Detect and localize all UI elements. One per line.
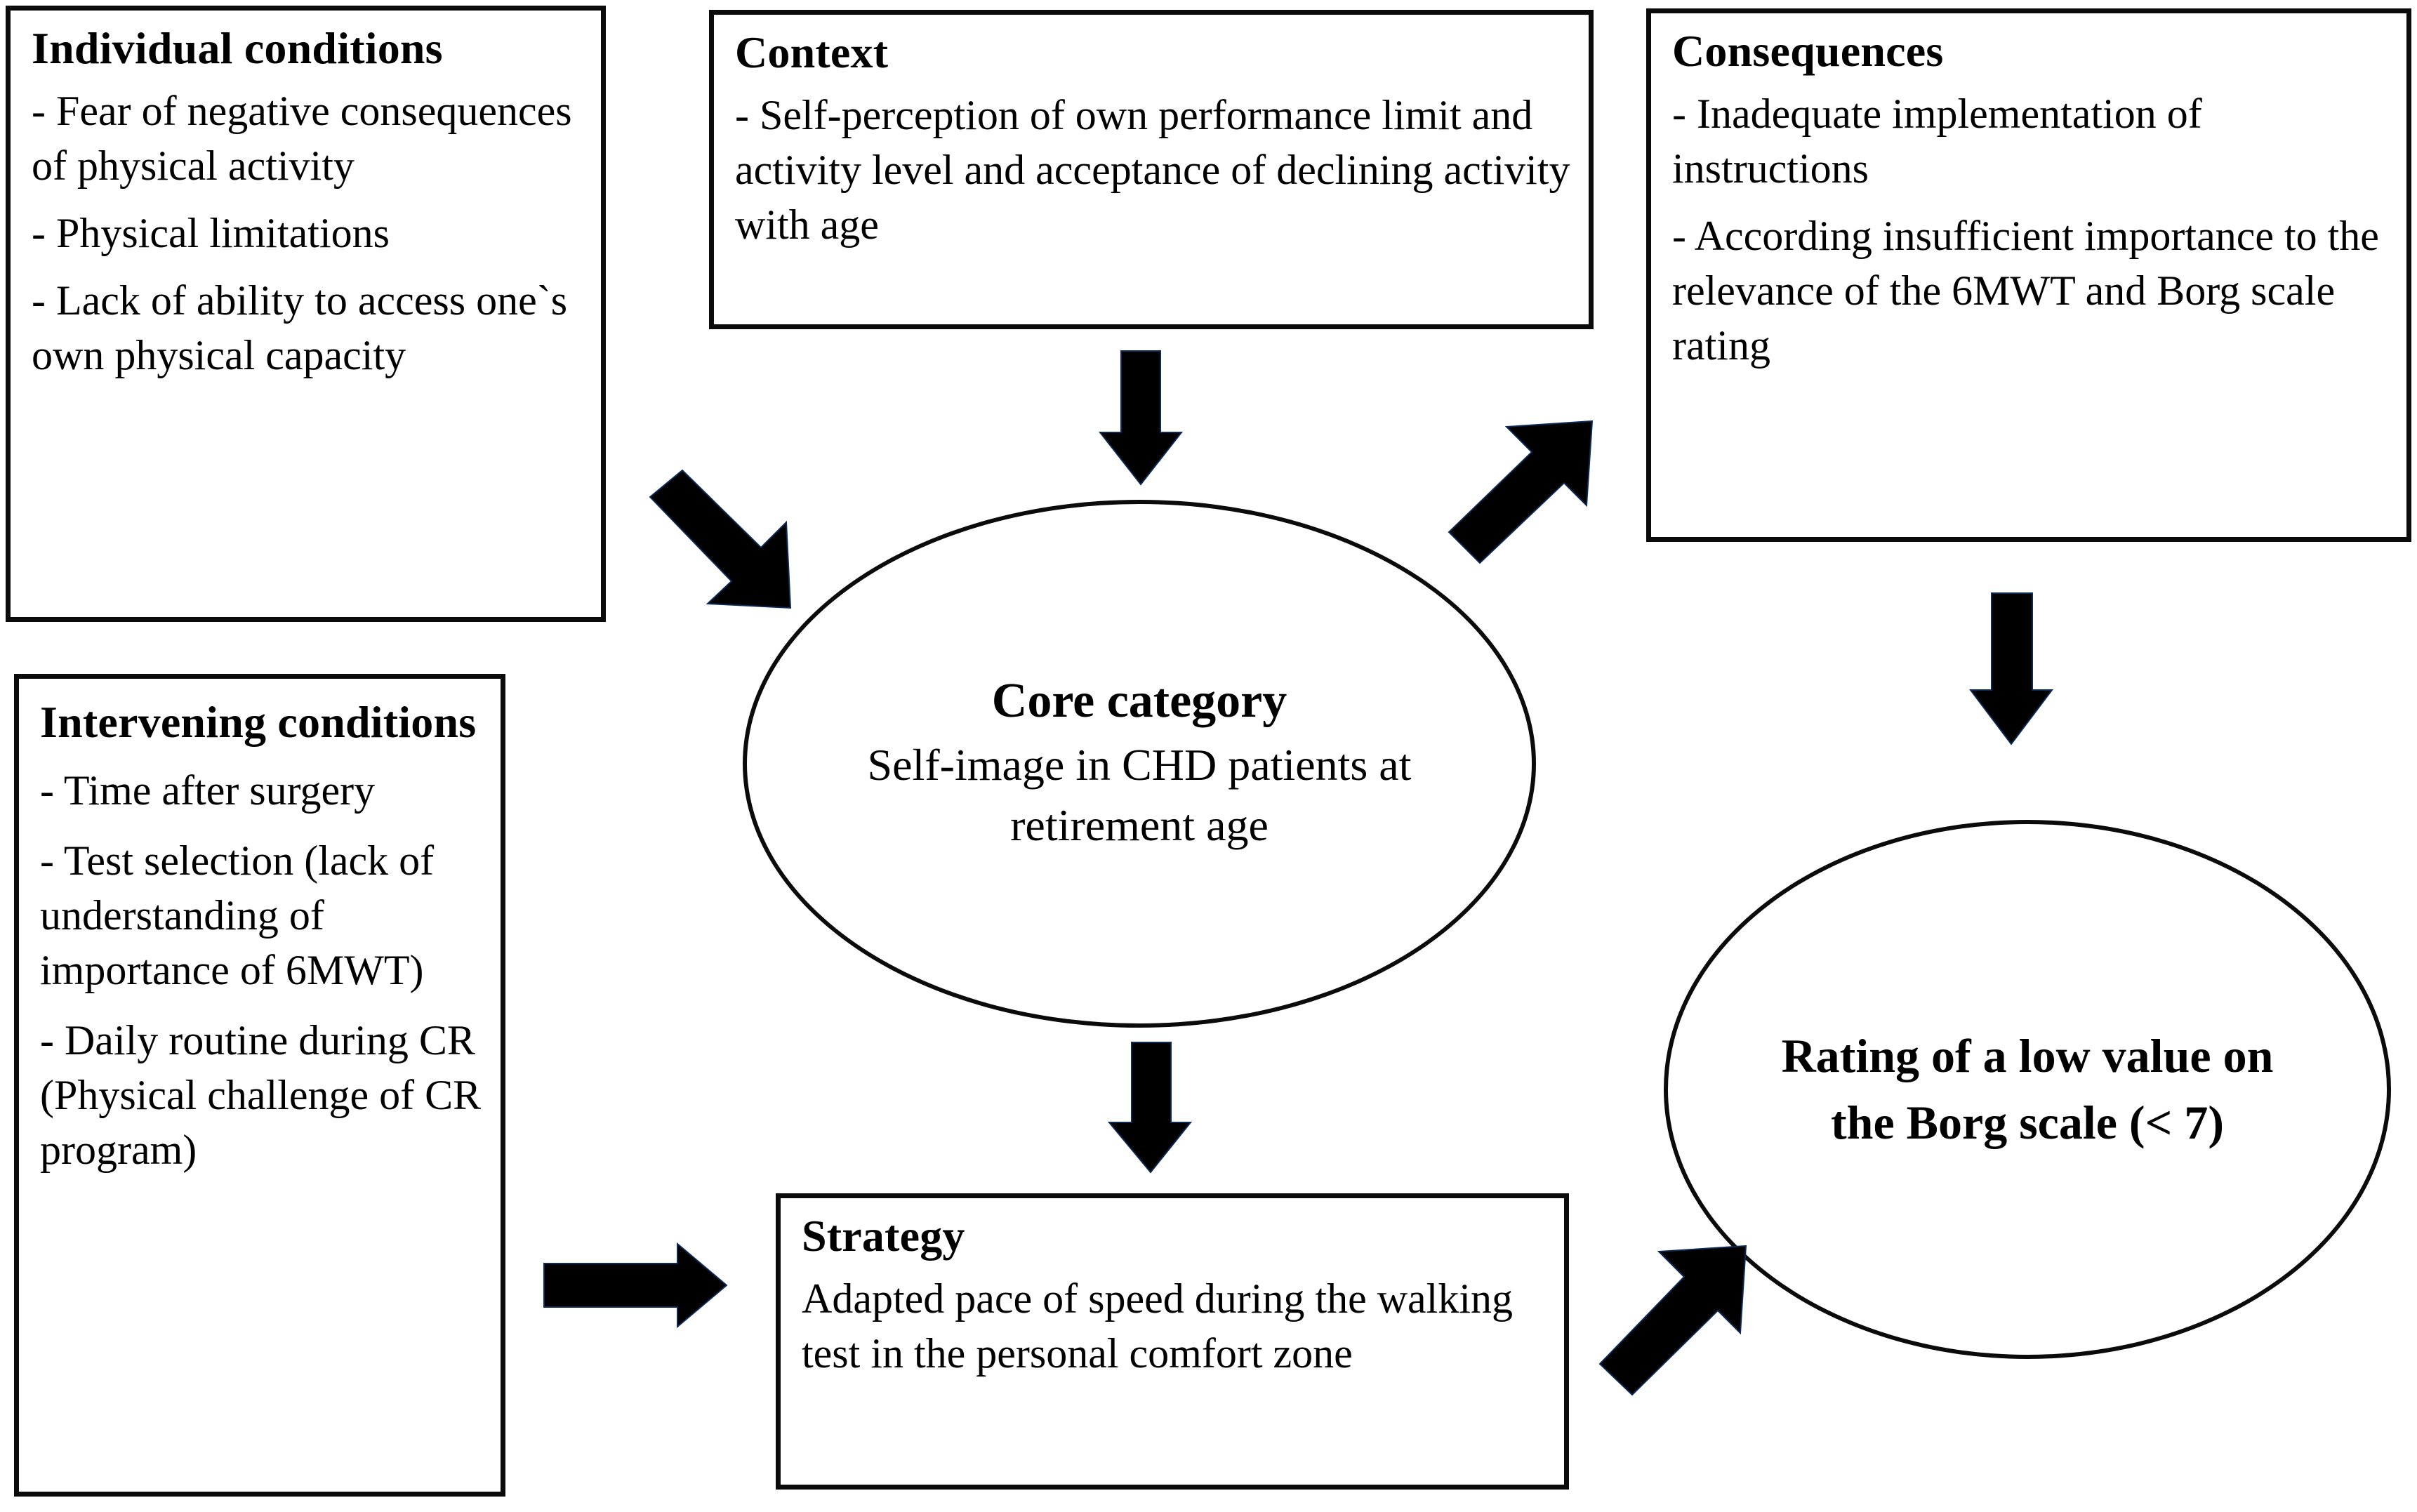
arrow-context-to-core — [1098, 350, 1184, 486]
box-intervening-conditions: Intervening conditions - Time after surg… — [14, 674, 505, 1497]
ellipse-core-category: Core category Self-image in CHD patients… — [743, 500, 1536, 1028]
box-title-intervening-conditions: Intervening conditions — [40, 697, 477, 747]
box-title-context: Context — [735, 27, 889, 77]
box-line-intervening-conditions-1: - Time after surgery — [40, 767, 376, 814]
box-title-individual-conditions: Individual conditions — [32, 23, 443, 73]
arrow-intervening-conditions-to-strategy — [543, 1242, 728, 1329]
box-individual-conditions: Individual conditions - Fear of negative… — [6, 6, 606, 622]
arrow-right-icon — [543, 1242, 728, 1329]
arrow-core-to-consequences — [1446, 420, 1636, 569]
arrow-consequences-to-borg-rating — [1968, 592, 2054, 745]
box-line-context-1: - Self-perception of own performance lim… — [735, 91, 1570, 248]
ellipse-body-borg-rating: Rating of a low value on the Borg scale … — [1781, 1028, 2274, 1149]
box-line-intervening-conditions-3: - Daily routine during CR (Physical chal… — [40, 1016, 482, 1173]
arrow-down-right-icon — [649, 469, 792, 609]
box-title-strategy: Strategy — [802, 1211, 965, 1261]
box-line-individual-conditions-3: - Lack of ability to access one`s own ph… — [32, 277, 568, 378]
box-line-individual-conditions-1: - Fear of negative consequences of physi… — [32, 87, 572, 189]
arrow-down-icon — [1968, 592, 2054, 745]
arrow-down-icon — [1098, 350, 1184, 486]
box-strategy: Strategy Adapted pace of speed during th… — [776, 1193, 1569, 1490]
box-line-consequences-1: - Inadequate implementation of instructi… — [1672, 90, 2202, 192]
box-context: Context - Self-perception of own perform… — [709, 10, 1594, 329]
arrow-down-icon — [1107, 1042, 1193, 1174]
ellipse-borg-rating: Rating of a low value on the Borg scale … — [1664, 820, 2391, 1359]
box-line-intervening-conditions-2: - Test selection (lack of understanding … — [40, 837, 435, 993]
ellipse-body-core-category: Self-image in CHD patients at retirement… — [867, 739, 1412, 850]
box-line-individual-conditions-2: - Physical limitations — [32, 209, 390, 256]
ellipse-title-core-category: Core category — [991, 673, 1287, 728]
arrow-core-to-strategy — [1107, 1042, 1193, 1174]
arrow-up-right-icon — [1598, 1245, 1747, 1396]
box-line-strategy-1: Adapted pace of speed during the walking… — [802, 1275, 1513, 1377]
arrow-individual-conditions-to-core — [646, 469, 828, 611]
box-title-consequences: Consequences — [1672, 26, 1944, 76]
box-consequences: Consequences - Inadequate implementation… — [1646, 8, 2411, 542]
arrow-up-right-icon — [1448, 420, 1594, 564]
box-line-consequences-2: - According insufficient importance to t… — [1672, 212, 2379, 369]
